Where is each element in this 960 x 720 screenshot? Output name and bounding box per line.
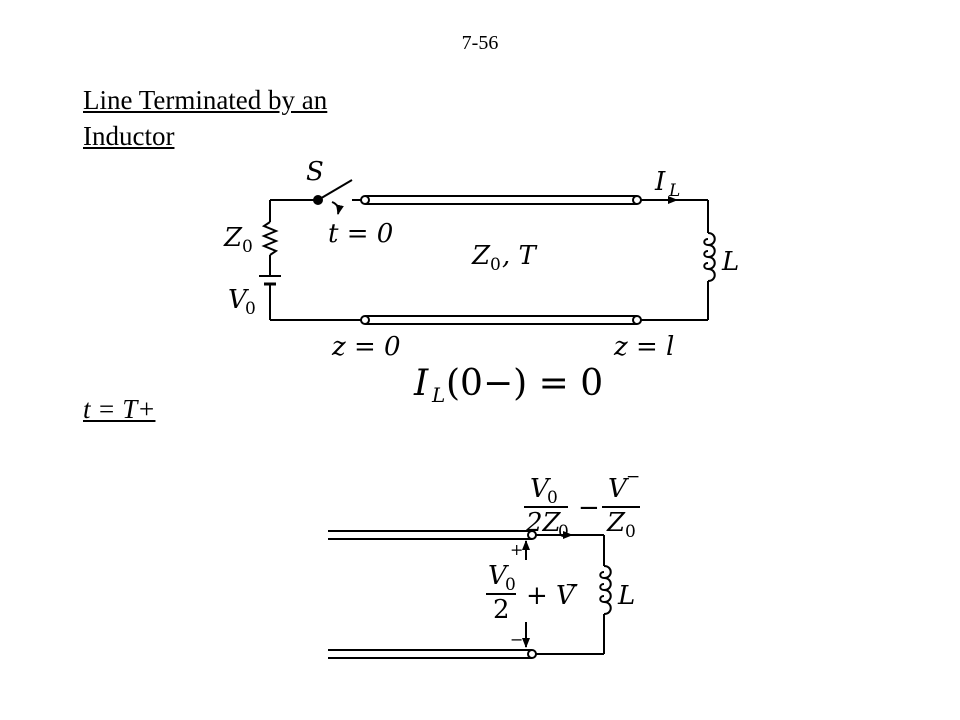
line2-bottom-terminal: [527, 649, 537, 659]
svg-text:0: 0: [547, 488, 558, 508]
svg-text:(0−) = 0: (0−) = 0: [446, 363, 603, 404]
switch-blade: [317, 179, 353, 201]
inductor2-l: [603, 565, 612, 615]
svg-text:−: −: [626, 467, 640, 487]
inductor-loops: [703, 238, 709, 270]
svg-text:V: V: [228, 285, 249, 315]
line-top-start-terminal: [360, 195, 370, 205]
svg-text:0: 0: [505, 575, 516, 595]
svg-text:+ V: + V: [526, 581, 577, 611]
svg-text:Z: Z: [471, 241, 491, 271]
line-top-end-terminal: [632, 195, 642, 205]
svg-text:V: V: [608, 474, 629, 504]
z-start-label: z = 0: [331, 332, 401, 362]
svg-text:2Z: 2Z: [525, 508, 562, 538]
svg-text:0: 0: [625, 522, 636, 542]
svg-text:L: L: [431, 383, 445, 407]
plus-sign: +: [510, 540, 523, 559]
circuit-1: [259, 179, 716, 325]
line-bottom-start-terminal: [360, 315, 370, 325]
switch-motion-arc: [331, 201, 344, 215]
svg-text:0: 0: [490, 255, 501, 275]
svg-text:V: V: [488, 561, 509, 591]
slide-title-line-2: Inductor: [83, 121, 175, 151]
z-end-label: z = l: [613, 332, 674, 362]
initial-condition-equation: I L (0−) = 0: [413, 363, 603, 407]
svg-text:−: −: [565, 575, 579, 595]
inductor-label: L: [721, 247, 739, 277]
inductor2-loops: [599, 571, 605, 603]
line-parameters-label: Z 0 , T: [471, 241, 538, 275]
slide-title-line-1: Line Terminated by an: [83, 85, 328, 115]
svg-text:, T: , T: [502, 241, 538, 271]
svg-text:Z: Z: [223, 223, 243, 253]
svg-text:2: 2: [493, 595, 510, 625]
inductor2-label: L: [617, 581, 635, 611]
switch-time-label: t = 0: [328, 219, 393, 249]
source-impedance-label: Z 0: [223, 223, 253, 257]
line-bottom-end-terminal: [632, 315, 642, 325]
svg-text:I: I: [654, 167, 666, 197]
section-label: t = T+: [83, 394, 156, 424]
svg-text:Z: Z: [606, 508, 626, 538]
inductor-l: [707, 232, 716, 282]
circuit-2: [328, 530, 612, 659]
minus-sign: −: [510, 630, 523, 649]
source-voltage-label: V 0: [228, 285, 256, 319]
resistor-z0: [261, 221, 279, 256]
page-number: 7-56: [461, 32, 499, 54]
voltage-expression: V 0 2 + V −: [486, 561, 579, 625]
svg-text:0: 0: [242, 237, 253, 257]
current-label-il: I L: [654, 167, 680, 201]
svg-text:0: 0: [558, 522, 569, 542]
switch-label: S: [306, 157, 324, 187]
current-expression: V 0 2Z 0 − V − Z 0: [524, 467, 640, 542]
svg-text:I: I: [413, 363, 429, 404]
svg-text:−: −: [578, 493, 600, 523]
svg-text:0: 0: [245, 299, 256, 319]
svg-text:L: L: [668, 181, 680, 201]
svg-text:V: V: [530, 474, 551, 504]
